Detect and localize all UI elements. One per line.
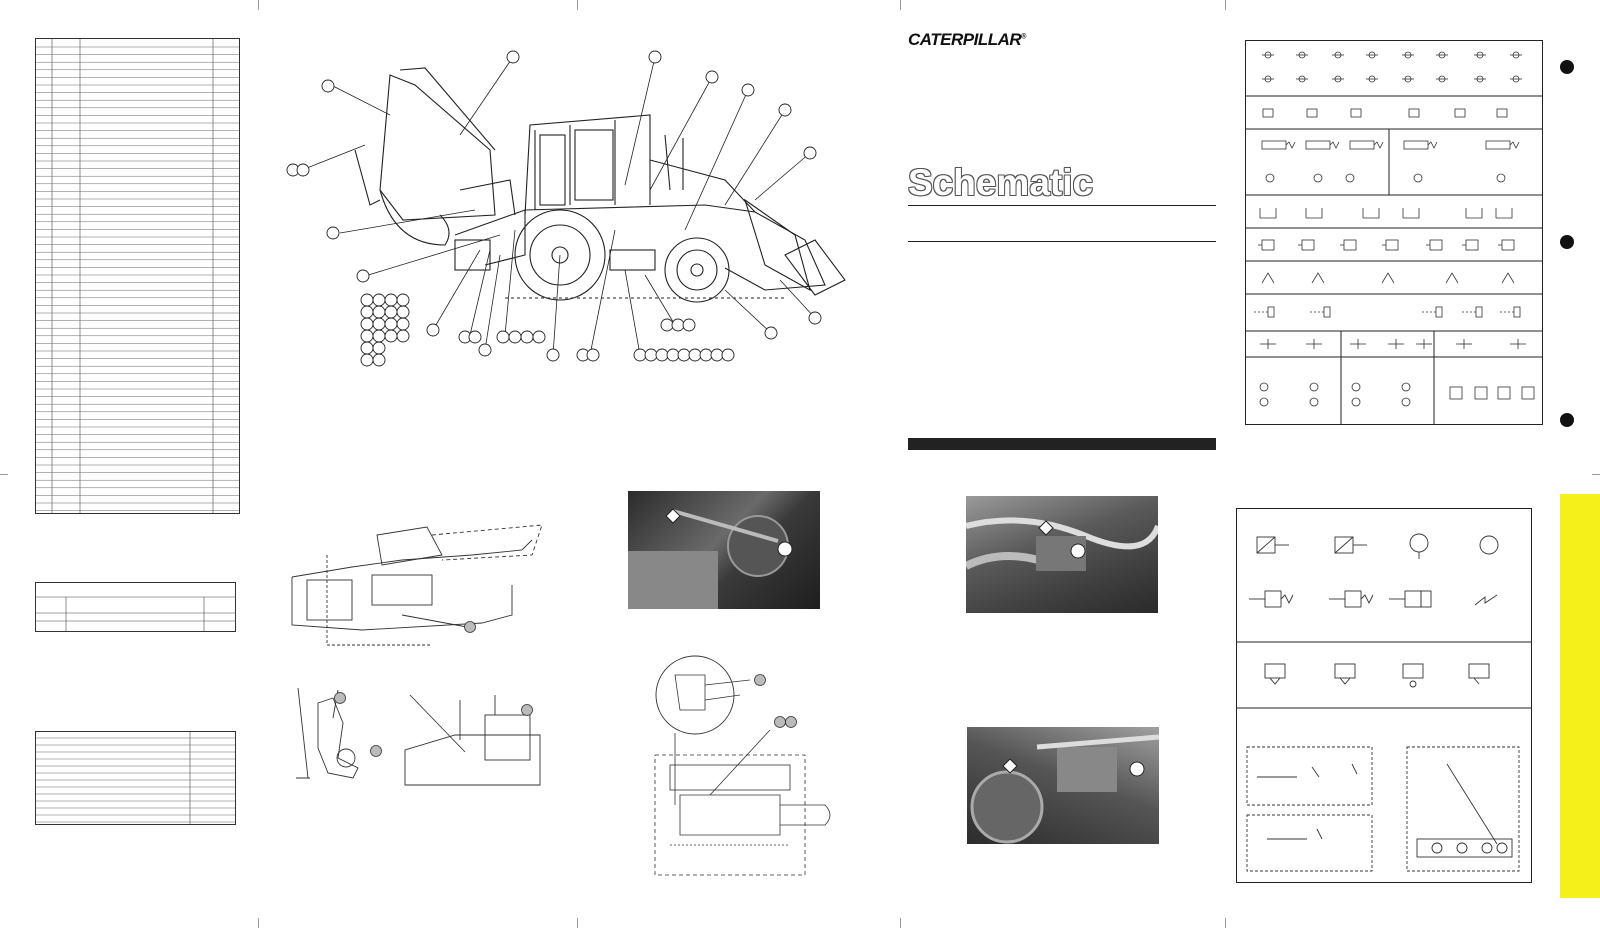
caterpillar-logo: CATERPILLAR® — [908, 30, 1026, 49]
crop-mark — [900, 0, 901, 10]
detail-illustration-3 — [404, 694, 541, 786]
yellow-edge-tab — [1560, 494, 1600, 898]
callout-circle-icon — [286, 50, 822, 367]
component-location-table — [35, 38, 240, 514]
crop-mark — [258, 0, 259, 10]
crop-mark — [258, 918, 259, 928]
detail-illustration-2 — [296, 687, 382, 779]
crop-mark — [1225, 918, 1226, 928]
small-table-1 — [35, 582, 236, 632]
valve-detail-illustration — [654, 655, 831, 876]
backhoe-loader-illustration — [286, 50, 846, 367]
machine-outline-icon — [354, 67, 846, 303]
electrical-symbols-legend — [1236, 508, 1532, 883]
detail-illustration-1 — [291, 524, 543, 646]
crop-mark — [1225, 0, 1226, 10]
crop-mark — [577, 918, 578, 928]
table-grid — [36, 732, 235, 824]
table-grid — [36, 39, 239, 513]
heavy-divider-bar — [908, 438, 1216, 450]
crop-mark — [900, 918, 901, 928]
binding-hole-icon — [1560, 235, 1574, 249]
crop-mark — [1592, 474, 1600, 475]
crop-mark — [0, 474, 8, 475]
binding-hole-icon — [1560, 413, 1574, 427]
crop-mark — [577, 0, 578, 10]
hydraulic-symbols-legend — [1245, 40, 1543, 425]
component-photo-2 — [966, 496, 1158, 613]
binding-hole-icon — [1560, 60, 1574, 74]
component-photo-3 — [967, 727, 1159, 844]
title-rule-top — [908, 205, 1216, 206]
page-title: Schematic — [908, 162, 1094, 203]
title-rule-bottom — [908, 241, 1216, 242]
hydraulic-symbol-icon — [1246, 51, 1542, 424]
component-photo-1 — [628, 491, 820, 609]
table-grid — [36, 596, 235, 631]
hydraulic-symbol-icon — [1237, 533, 1531, 872]
small-table-2 — [35, 731, 236, 825]
